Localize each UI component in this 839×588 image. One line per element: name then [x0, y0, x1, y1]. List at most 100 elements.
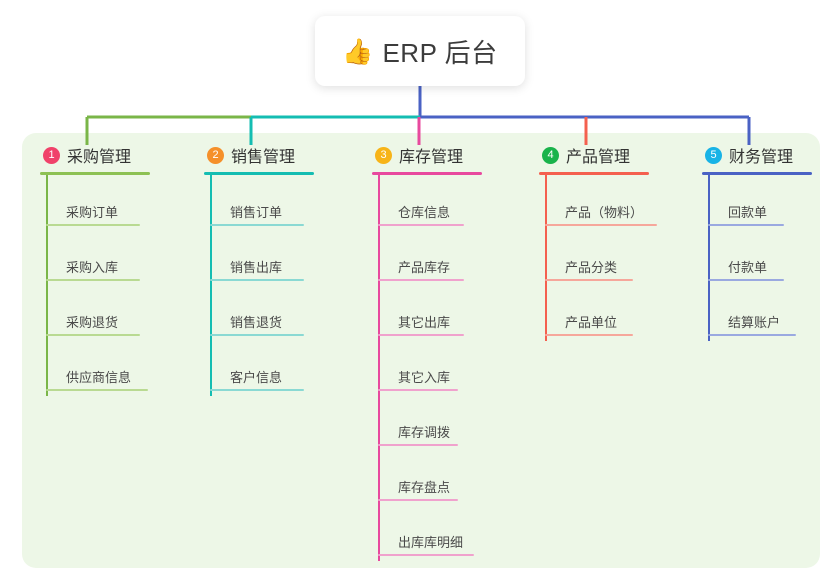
list-item-rule — [708, 334, 796, 336]
list-item-rule — [210, 334, 304, 336]
list-item[interactable]: 采购订单 — [40, 175, 190, 230]
list-item-label: 采购退货 — [66, 315, 119, 330]
list-item-label: 客户信息 — [230, 370, 283, 385]
list-item[interactable]: 结算账户 — [702, 285, 839, 340]
list-item[interactable]: 采购入库 — [40, 230, 190, 285]
list-item[interactable]: 库存调拨 — [372, 395, 532, 450]
list-item-label: 结算账户 — [728, 315, 781, 330]
list-item-rule — [46, 334, 140, 336]
list-item-rule — [378, 334, 464, 336]
list-item[interactable]: 付款单 — [702, 230, 839, 285]
list-item-rule — [378, 554, 474, 556]
branch-column-inventory[interactable]: 3 库存管理 仓库信息 产品库存 其它出库 其它入库 库存调拨 — [372, 142, 532, 561]
list-item-rule — [545, 224, 657, 226]
branch-items-product: 产品（物料） 产品分类 产品单位 — [539, 175, 709, 341]
branch-spine-product — [545, 175, 547, 341]
list-item-rule — [378, 444, 458, 446]
list-item-rule — [545, 334, 633, 336]
list-item-label: 产品（物料） — [565, 205, 644, 220]
list-item[interactable]: 销售订单 — [204, 175, 354, 230]
list-item[interactable]: 产品（物料） — [539, 175, 709, 230]
list-item[interactable]: 产品库存 — [372, 230, 532, 285]
list-item[interactable]: 采购退货 — [40, 285, 190, 340]
list-item[interactable]: 产品单位 — [539, 285, 709, 340]
list-item-rule — [708, 279, 784, 281]
list-item[interactable]: 销售出库 — [204, 230, 354, 285]
branch-items-finance: 回款单 付款单 结算账户 — [702, 175, 839, 341]
list-item[interactable]: 供应商信息 — [40, 340, 190, 395]
branch-header-sales[interactable]: 2 销售管理 — [204, 142, 354, 168]
branch-items-inventory: 仓库信息 产品库存 其它出库 其它入库 库存调拨 库存盘点 — [372, 175, 532, 561]
root-node-card[interactable]: 👍 ERP 后台 — [315, 16, 525, 86]
branch-column-product[interactable]: 4 产品管理 产品（物料） 产品分类 产品单位 — [539, 142, 709, 341]
list-item[interactable]: 其它入库 — [372, 340, 532, 395]
branch-spine-finance — [708, 175, 710, 341]
list-item[interactable]: 产品分类 — [539, 230, 709, 285]
branch-badge-5: 5 — [705, 146, 722, 164]
branch-items-purchase: 采购订单 采购入库 采购退货 供应商信息 — [40, 175, 190, 396]
list-item-rule — [378, 389, 458, 391]
list-item-rule — [46, 389, 148, 391]
branch-column-purchase[interactable]: 1 采购管理 采购订单 采购入库 采购退货 供应商信息 — [40, 142, 190, 396]
list-item-label: 销售退货 — [230, 315, 283, 330]
branch-title-product: 产品管理 — [566, 149, 631, 166]
root-node-title: ERP 后台 — [382, 37, 498, 68]
list-item-rule — [210, 279, 304, 281]
list-item[interactable]: 销售退货 — [204, 285, 354, 340]
list-item[interactable]: 回款单 — [702, 175, 839, 230]
list-item-label: 销售出库 — [230, 260, 283, 275]
list-item-label: 产品库存 — [398, 260, 451, 275]
branch-header-inventory[interactable]: 3 库存管理 — [372, 142, 532, 168]
branch-spine-purchase — [46, 175, 48, 396]
list-item-rule — [210, 389, 304, 391]
branch-title-sales: 销售管理 — [231, 149, 296, 166]
list-item-rule — [708, 224, 784, 226]
thumbs-up-icon: 👍 — [342, 36, 374, 66]
branch-items-sales: 销售订单 销售出库 销售退货 客户信息 — [204, 175, 354, 396]
branch-rule-inventory — [372, 172, 482, 175]
list-item-label: 其它出库 — [398, 315, 451, 330]
list-item-label: 采购订单 — [66, 205, 119, 220]
list-item-label: 其它入库 — [398, 370, 451, 385]
list-item-rule — [378, 224, 464, 226]
branch-rule-product — [539, 172, 649, 175]
branch-title-purchase: 采购管理 — [67, 149, 132, 166]
branch-column-sales[interactable]: 2 销售管理 销售订单 销售出库 销售退货 客户信息 — [204, 142, 354, 396]
branch-badge-3: 3 — [375, 146, 392, 164]
list-item[interactable]: 其它出库 — [372, 285, 532, 340]
list-item-label: 产品单位 — [565, 315, 618, 330]
list-item[interactable]: 出库库明细 — [372, 505, 532, 560]
branch-column-finance[interactable]: 5 财务管理 回款单 付款单 结算账户 — [702, 142, 839, 341]
list-item-label: 供应商信息 — [66, 370, 132, 385]
list-item-label: 销售订单 — [230, 205, 283, 220]
list-item-label: 库存盘点 — [398, 480, 451, 495]
list-item[interactable]: 客户信息 — [204, 340, 354, 395]
branch-spine-inventory — [378, 175, 380, 561]
list-item-label: 回款单 — [728, 205, 768, 220]
branch-title-finance: 财务管理 — [729, 149, 794, 166]
branch-spine-sales — [210, 175, 212, 396]
branch-badge-4: 4 — [542, 146, 559, 164]
list-item-label: 付款单 — [728, 260, 768, 275]
branch-title-inventory: 库存管理 — [399, 149, 464, 166]
branches-panel — [22, 133, 820, 568]
branch-header-finance[interactable]: 5 财务管理 — [702, 142, 839, 168]
list-item-label: 出库库明细 — [398, 535, 464, 550]
branch-badge-2: 2 — [207, 146, 224, 164]
branch-rule-purchase — [40, 172, 150, 175]
branch-badge-1: 1 — [43, 146, 60, 164]
list-item-rule — [210, 224, 304, 226]
branch-header-product[interactable]: 4 产品管理 — [539, 142, 709, 168]
list-item-rule — [46, 279, 140, 281]
branch-rule-sales — [204, 172, 314, 175]
list-item-rule — [545, 279, 633, 281]
list-item-label: 库存调拨 — [398, 425, 451, 440]
list-item-label: 产品分类 — [565, 260, 618, 275]
list-item[interactable]: 仓库信息 — [372, 175, 532, 230]
list-item-rule — [378, 279, 464, 281]
list-item-rule — [46, 224, 140, 226]
branch-rule-finance — [702, 172, 812, 175]
list-item[interactable]: 库存盘点 — [372, 450, 532, 505]
branch-header-purchase[interactable]: 1 采购管理 — [40, 142, 190, 168]
